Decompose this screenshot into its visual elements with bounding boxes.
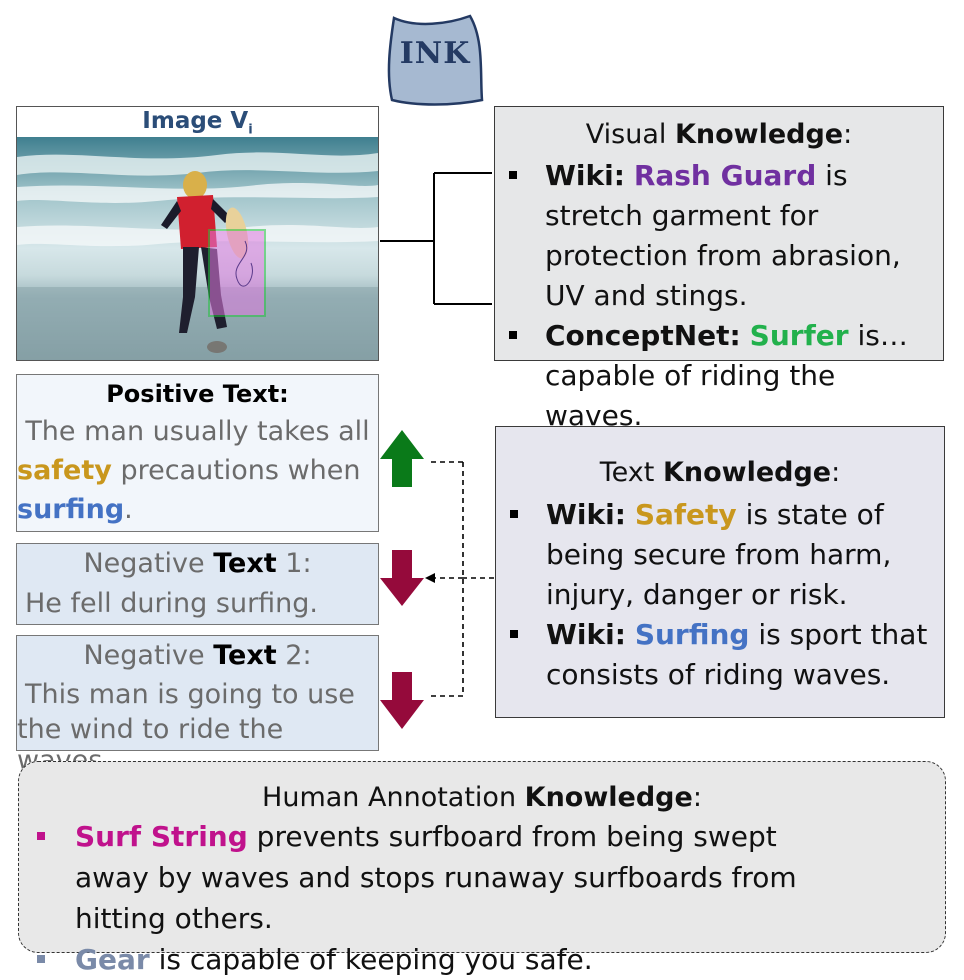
human-annotation-box: Human Annotation Knowledge: Surf String … bbox=[18, 761, 946, 976]
text-knowledge-item: Wiki: Surfing is sport that consists of … bbox=[496, 615, 938, 695]
image-title: Image Vi bbox=[142, 108, 253, 138]
connectors bbox=[380, 172, 494, 729]
image-panel: Image Vi bbox=[16, 106, 379, 361]
text-knowledge-title: Text Knowledge: bbox=[599, 457, 841, 488]
human-annotation-title: Human Annotation Knowledge: bbox=[262, 782, 702, 813]
ink-label: INK bbox=[399, 36, 471, 71]
positive-text-line3: surfing. bbox=[17, 494, 133, 525]
text-dashed-bracket bbox=[430, 461, 494, 697]
down-arrow-negative-1 bbox=[380, 550, 424, 606]
negative-text-2-title: Negative Text 2: bbox=[83, 640, 312, 671]
visual-knowledge-item: Wiki: Rash Guard is stretch garment for … bbox=[495, 156, 935, 316]
text-knowledge-list: Wiki: Safety is state of being secure fr… bbox=[496, 495, 938, 695]
positive-text-line1: The man usually takes all bbox=[25, 416, 370, 447]
surfer-photo bbox=[17, 137, 378, 360]
negative-text-1-body: He fell during surfing. bbox=[25, 588, 319, 619]
up-arrow-positive bbox=[380, 430, 424, 487]
visual-knowledge-item: ConceptNet: Surfer is… capable of riding… bbox=[495, 316, 935, 436]
positive-text-title: Positive Text: bbox=[106, 380, 289, 408]
positive-text-box: Positive Text: The man usually takes all… bbox=[16, 374, 379, 532]
visual-bracket bbox=[380, 172, 492, 305]
negative-text-2-box: Negative Text 2: This man is going to us… bbox=[16, 635, 379, 776]
negative-text-1-box: Negative Text 1: He fell during surfing. bbox=[16, 543, 379, 625]
human-annotation-item: Surf String prevents surfboard from bein… bbox=[19, 816, 839, 939]
human-annotation-list: Surf String prevents surfboard from bein… bbox=[19, 816, 839, 980]
human-annotation-item: Gear is capable of keeping you safe. bbox=[19, 939, 839, 980]
visual-knowledge-title: Visual Knowledge: bbox=[585, 119, 853, 150]
visual-knowledge-box: Visual Knowledge: Wiki: Rash Guard is st… bbox=[494, 106, 944, 432]
dashed-arrow-head bbox=[425, 573, 435, 583]
positive-text-line2: safety precautions when bbox=[17, 455, 361, 486]
visual-knowledge-list: Wiki: Rash Guard is stretch garment for … bbox=[495, 156, 935, 436]
ink-badge bbox=[387, 14, 484, 106]
down-arrow-negative-2 bbox=[380, 672, 424, 729]
negative-text-2-line1: This man is going to use bbox=[25, 679, 355, 710]
text-knowledge-item: Wiki: Safety is state of being secure fr… bbox=[496, 495, 938, 615]
text-knowledge-box: Text Knowledge: Wiki: Safety is state of… bbox=[495, 426, 945, 718]
negative-text-1-title: Negative Text 1: bbox=[83, 548, 312, 579]
